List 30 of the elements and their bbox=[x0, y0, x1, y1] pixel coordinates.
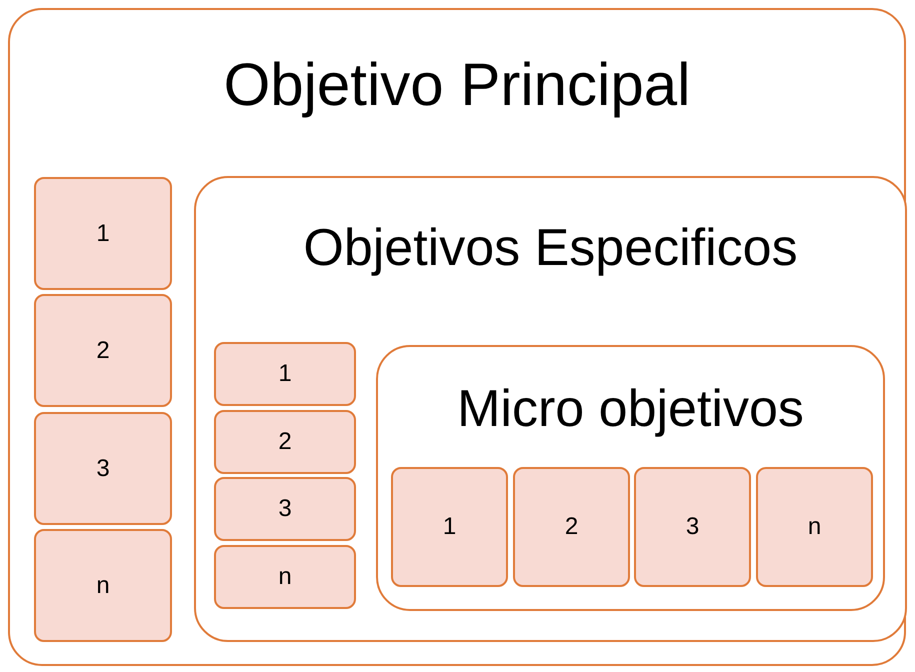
item-label: 2 bbox=[96, 336, 110, 364]
item-box bbox=[214, 410, 356, 474]
group-heading: Objetivos Especificos bbox=[303, 218, 798, 278]
item-label: 1 bbox=[278, 360, 292, 388]
item-box bbox=[756, 467, 873, 587]
item-label: n bbox=[96, 572, 110, 600]
item-label: 2 bbox=[564, 513, 578, 541]
group-heading: Micro objetivos bbox=[457, 379, 804, 439]
item-box bbox=[34, 412, 172, 525]
item-label: 3 bbox=[96, 454, 110, 482]
item-box bbox=[513, 467, 630, 587]
item-label: n bbox=[278, 563, 292, 591]
item-label: n bbox=[808, 513, 822, 541]
group-box bbox=[8, 8, 906, 666]
item-box bbox=[214, 545, 356, 609]
group-heading: Objetivo Principal bbox=[224, 50, 690, 119]
item-label: 1 bbox=[442, 513, 456, 541]
item-box bbox=[34, 177, 172, 290]
group-box bbox=[194, 176, 907, 642]
item-box bbox=[34, 294, 172, 407]
item-label: 2 bbox=[278, 428, 292, 456]
item-box bbox=[634, 467, 751, 587]
item-box bbox=[391, 467, 508, 587]
item-box bbox=[214, 342, 356, 406]
item-box bbox=[214, 477, 356, 541]
item-label: 1 bbox=[96, 220, 110, 248]
item-box bbox=[34, 529, 172, 642]
group-box bbox=[376, 345, 885, 611]
item-label: 3 bbox=[686, 513, 700, 541]
item-label: 3 bbox=[278, 495, 292, 523]
